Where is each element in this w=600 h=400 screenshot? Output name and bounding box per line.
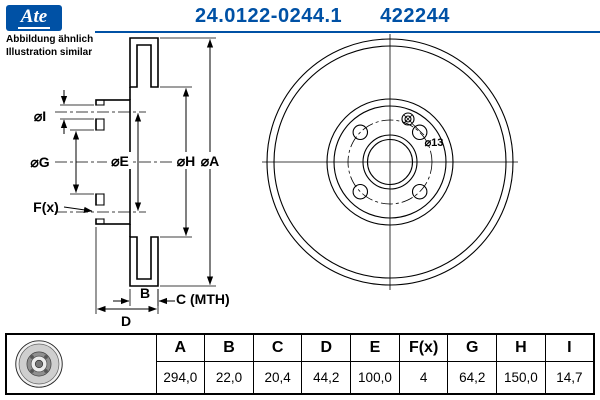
dim-label-fx: F(x) xyxy=(33,199,59,215)
ate-logo: Ate xyxy=(6,5,62,31)
col-header-e: E xyxy=(350,333,400,362)
pin-hole-hatch xyxy=(403,114,413,124)
pin-hole-13mm xyxy=(401,112,415,126)
note-line-en: Illustration similar xyxy=(6,46,93,58)
bolt-hole xyxy=(411,124,428,141)
col-header-fx: F(x) xyxy=(398,333,449,362)
col-header-g: G xyxy=(447,333,498,362)
ring-section-top xyxy=(129,37,159,88)
col-header-h: H xyxy=(496,333,546,362)
value-g: 64,2 xyxy=(447,361,498,395)
col-header-b: B xyxy=(204,333,254,362)
dim-label-dia-g: ⌀G xyxy=(30,154,49,170)
hat-step-circle xyxy=(333,105,447,219)
col-header-d: D xyxy=(301,333,352,362)
technical-drawing: ⌀I ⌀G ⌀E ⌀H ⌀A F(x) B C (MTH) D xyxy=(30,34,518,329)
center-bore-section xyxy=(96,129,104,195)
product-thumbnail-cell xyxy=(5,333,157,395)
dim-label-c-mth: C (MTH) xyxy=(176,291,230,307)
part-numbers: 24.0122-0244.1 422244 xyxy=(195,5,450,28)
ate-logo-text: Ate xyxy=(17,7,51,29)
dim-label-dia-h: ⌀H xyxy=(177,153,196,169)
bore-chamfer-circle xyxy=(366,138,414,186)
value-fx: 4 xyxy=(398,361,449,395)
bolt-hole-bottom-section xyxy=(96,204,104,220)
cross-section-view: ⌀I ⌀G ⌀E ⌀H ⌀A F(x) B C (MTH) D xyxy=(30,37,230,329)
bolt-hole xyxy=(411,183,428,200)
dim-label-dia-13: ⌀13 xyxy=(425,137,444,149)
value-c: 20,4 xyxy=(252,361,303,395)
value-d: 44,2 xyxy=(301,361,352,395)
friction-band-circle xyxy=(273,45,507,279)
col-header-c: C xyxy=(252,333,303,362)
value-h: 150,0 xyxy=(496,361,546,395)
dim-label-d: D xyxy=(121,313,131,329)
front-view: ⌀13 xyxy=(262,34,518,290)
pin-hole-13mm-inner xyxy=(404,115,412,123)
value-e: 100,0 xyxy=(350,361,400,395)
col-header-i: I xyxy=(544,333,595,362)
bolt-hole-top-section xyxy=(96,104,104,120)
dim-label-dia-a: ⌀A xyxy=(201,153,220,169)
col-header-a: A xyxy=(155,333,206,362)
ring-section-bottom xyxy=(129,236,159,287)
value-b: 22,0 xyxy=(204,361,254,395)
pin-hole-leader xyxy=(412,123,425,136)
bolt-circle xyxy=(347,119,433,205)
header-rule xyxy=(95,31,600,33)
brake-disc-icon xyxy=(15,340,63,388)
center-bore-circle xyxy=(362,134,418,190)
hat-outer-circle xyxy=(326,98,454,226)
value-i: 14,7 xyxy=(544,361,595,395)
illustration-note: Abbildung ähnlich Illustration similar xyxy=(6,34,93,59)
dim-label-b: B xyxy=(140,285,150,301)
note-line-de: Abbildung ähnlich xyxy=(6,34,94,45)
outer-diameter-circle xyxy=(266,38,514,286)
dim-label-dia-i: ⌀I xyxy=(34,108,46,124)
bolt-hole xyxy=(352,183,369,200)
bolt-hole-centerlines xyxy=(55,111,146,213)
part-number: 24.0122-0244.1 xyxy=(195,5,343,27)
dim-label-dia-e: ⌀E xyxy=(111,153,129,169)
reference-number: 422244 xyxy=(380,5,450,27)
dimension-table: A B C D E F(x) G H I 294,0 22,0 20,4 44,… xyxy=(5,333,595,395)
bolt-hole xyxy=(352,124,369,141)
value-a: 294,0 xyxy=(155,361,206,395)
